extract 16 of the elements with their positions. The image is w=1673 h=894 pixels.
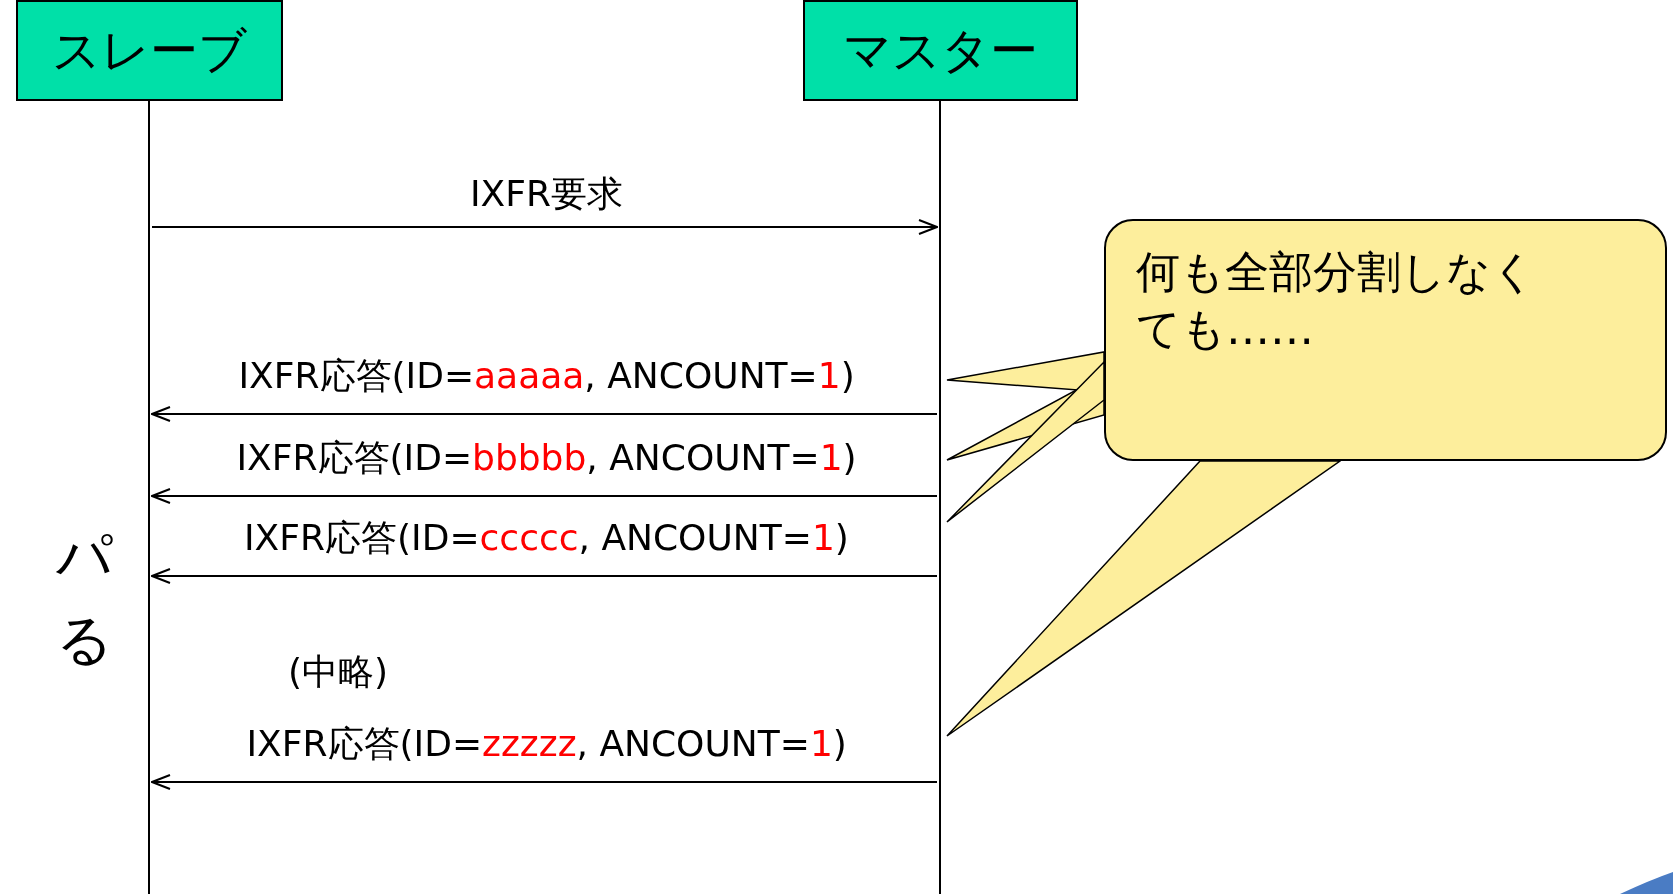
message-arrow	[151, 406, 938, 422]
cut-off-text: パ	[56, 528, 113, 584]
message-label: IXFR応答(ID=ccccc, ANCOUNT=1)	[244, 520, 849, 556]
message-arrow	[151, 774, 938, 790]
message-label: IXFR応答(ID=aaaaa, ANCOUNT=1)	[238, 358, 855, 394]
message-label: IXFR要求	[470, 176, 623, 212]
participant-box: スレーブ	[16, 0, 283, 101]
participant-box: マスター	[803, 0, 1078, 101]
omission-note: (中略)	[288, 654, 389, 690]
cut-off-text: る	[56, 612, 113, 668]
message-arrow	[151, 488, 938, 504]
callout-text: 何も全部分割しなくても……	[1136, 245, 1537, 357]
message-arrow	[151, 568, 938, 584]
message-label: IXFR応答(ID=bbbbb, ANCOUNT=1)	[236, 440, 857, 476]
message-arrow	[151, 219, 938, 235]
message-label: IXFR応答(ID=zzzzz, ANCOUNT=1)	[246, 726, 847, 762]
